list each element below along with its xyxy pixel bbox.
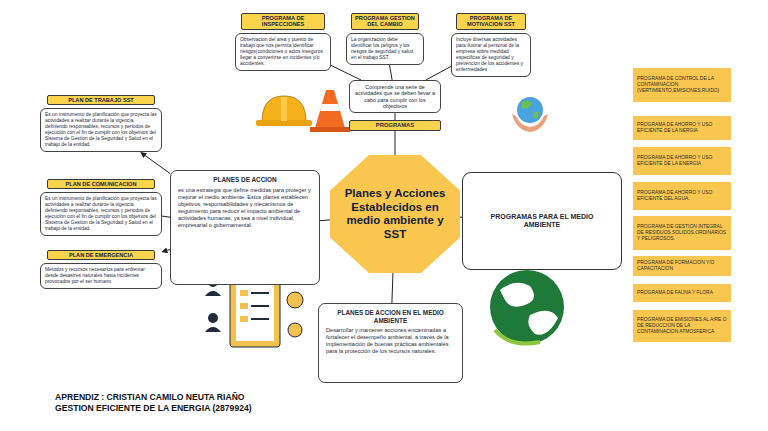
program-item: PROGRAMA DE CONTROL DE LA CONTAMINACION … [633,68,731,102]
concept-box: PROGRAMA DE MOTIVACION SST Incluye divers… [451,13,531,77]
node-text: PROGRAMA DE EMISIONES AL AIRE O DE REDUC… [637,317,727,335]
concept-box: PROGRAMAS PARA EL MEDIO AMBIENTE [462,172,622,270]
program-item: PROGRAMA DE FORMACION Y/O CAPACITACION [633,256,731,276]
central-octagon: Planes y Acciones Establecidos en medio … [330,155,460,273]
program-item: PROGRAMA DE EMISIONES AL AIRE O DE REDUC… [633,310,731,342]
program-item: PROGRAMA DE GESTION INTEGRAL DE RESIDUOS… [633,216,731,250]
plus-badge [288,323,302,337]
concept-box: PROGRAMA GESTION DEL CAMBIO La organizaci… [346,13,424,65]
connector [141,152,170,173]
line [251,318,269,320]
connector [162,216,170,217]
globe-leaf [495,330,540,344]
hat-dome [262,96,306,122]
connector [389,65,392,80]
program-item: PROGRAMA DE AHORRO Y USO EFICIENTE DE LA… [633,116,731,140]
cone-stripe [320,104,340,111]
concept-box: PLAN DE EMERGENCIA Metodos y recursos nec… [40,250,162,289]
node-text: PROGRAMA DE AHORRO Y USO EFICIENTE DE LA… [637,122,727,134]
connector [395,113,396,120]
node-text: PROGRAMAS [376,122,414,128]
node-text: PROGRAMA DE GESTION INTEGRAL DE RESIDUOS… [637,224,727,242]
green-globe-illustration [490,270,564,344]
connector [395,131,396,155]
node-text: PROGRAMA DE AHORRO Y USO EFICIENTE DE LA… [637,155,727,167]
heading-band: PLAN DE EMERGENCIA [47,250,154,260]
connector [320,219,330,221]
check [240,316,248,322]
body-text: Incluye diversas actividades para ilustr… [451,33,531,77]
body-text: Observacion del area y puesto de trabajo… [235,33,331,71]
concept-box: PROGRAMAS [349,120,441,131]
node-text: PROGRAMA DE CONTROL DE LA CONTAMINACION … [637,76,727,94]
hat-ridge [281,97,287,121]
body-text: Es un instrumento de planificación que p… [40,108,162,152]
central-title: Planes y Acciones Establecidos en medio … [330,187,460,241]
box-heading: PLANES DE ACCION [178,176,312,184]
check [240,303,248,309]
node-text: PROGRAMA DE FORMACION Y/O CAPACITACION [637,260,727,272]
cone-illustration [310,90,350,132]
connector [331,65,361,80]
globe [490,270,564,344]
earth-land [522,100,538,118]
connector [392,273,393,303]
heading-band: PROGRAMA GESTION DEL CAMBIO [351,13,420,30]
concept-box: Comprende una serie de actividades que s… [349,80,441,113]
clipboard [230,275,280,347]
program-item: PROGRAMA DE AHORRO Y USO EFICIENTE DEL A… [633,182,731,210]
box-body: es una estrategia que define medidas par… [178,187,312,229]
heart-badge [287,292,303,308]
connector [426,66,451,80]
check [240,290,248,296]
heading-band: PROGRAMA DE MOTIVACION SST [456,13,526,30]
clipboard-paper [236,283,274,341]
concept-box: PLAN DE COMUNICACION Es un instrumento de… [40,179,162,236]
person [205,327,221,332]
box-heading: PLANES DE ACCION EN EL MEDIO AMBIENTE [326,309,455,324]
octagon-fill [330,155,460,273]
cone-body [315,90,345,128]
line [251,292,269,294]
earth-globe [517,97,543,123]
body-text: Metodos y recursos necesarios para enfre… [40,263,162,289]
program-item: PROGRAMA DE AHORRO Y USO EFICIENTE DE LA… [633,147,731,175]
body-text: La organizacion debe identificar los pel… [346,33,424,65]
cone-base [310,127,350,132]
program-item: PROGRAMA DE FAUNA Y FLORA [633,284,731,302]
author-note: APRENDIZ : CRISTIAN CAMILO NEUTA RIAÑO [55,392,245,402]
earth-hands-illustration [512,97,548,132]
heading-band: PLAN DE COMUNICACION [47,179,154,189]
hands [512,114,548,132]
concept-box: PLANES DE ACCION es una estrategia que de… [170,170,320,285]
node-text: PROGRAMA DE AHORRO Y USO EFICIENTE DEL A… [637,190,727,202]
concept-box: PLAN DE TRABAJO SST Es un instrumento de … [40,95,162,152]
body-text: Es un instrumento de planificación que p… [40,192,162,236]
concept-box: PLANES DE ACCION EN EL MEDIO AMBIENTE Des… [318,303,463,383]
person [205,291,221,296]
author-note: GESTION EFICIENTE DE LA ENERGIA (2879924… [55,403,252,413]
heading-band: PROGRAMA DE INSPECCIONES [241,13,325,30]
line [251,305,269,307]
person [208,313,218,323]
connector [162,249,170,251]
heading-band: PLAN DE TRABAJO SST [47,95,154,105]
concept-box: PROGRAMA DE INSPECCIONES Observacion del … [235,13,331,71]
box-body: Desarrollar y mantener acciones encamina… [326,327,455,355]
hard-hat-illustration [256,96,312,126]
node-text: PROGRAMA DE FAUNA Y FLORA [637,290,713,296]
node-text: Comprende una serie de actividades que s… [355,84,435,109]
node-text: PROGRAMAS PARA EL MEDIO AMBIENTE [485,213,599,230]
globe-land [500,283,558,335]
